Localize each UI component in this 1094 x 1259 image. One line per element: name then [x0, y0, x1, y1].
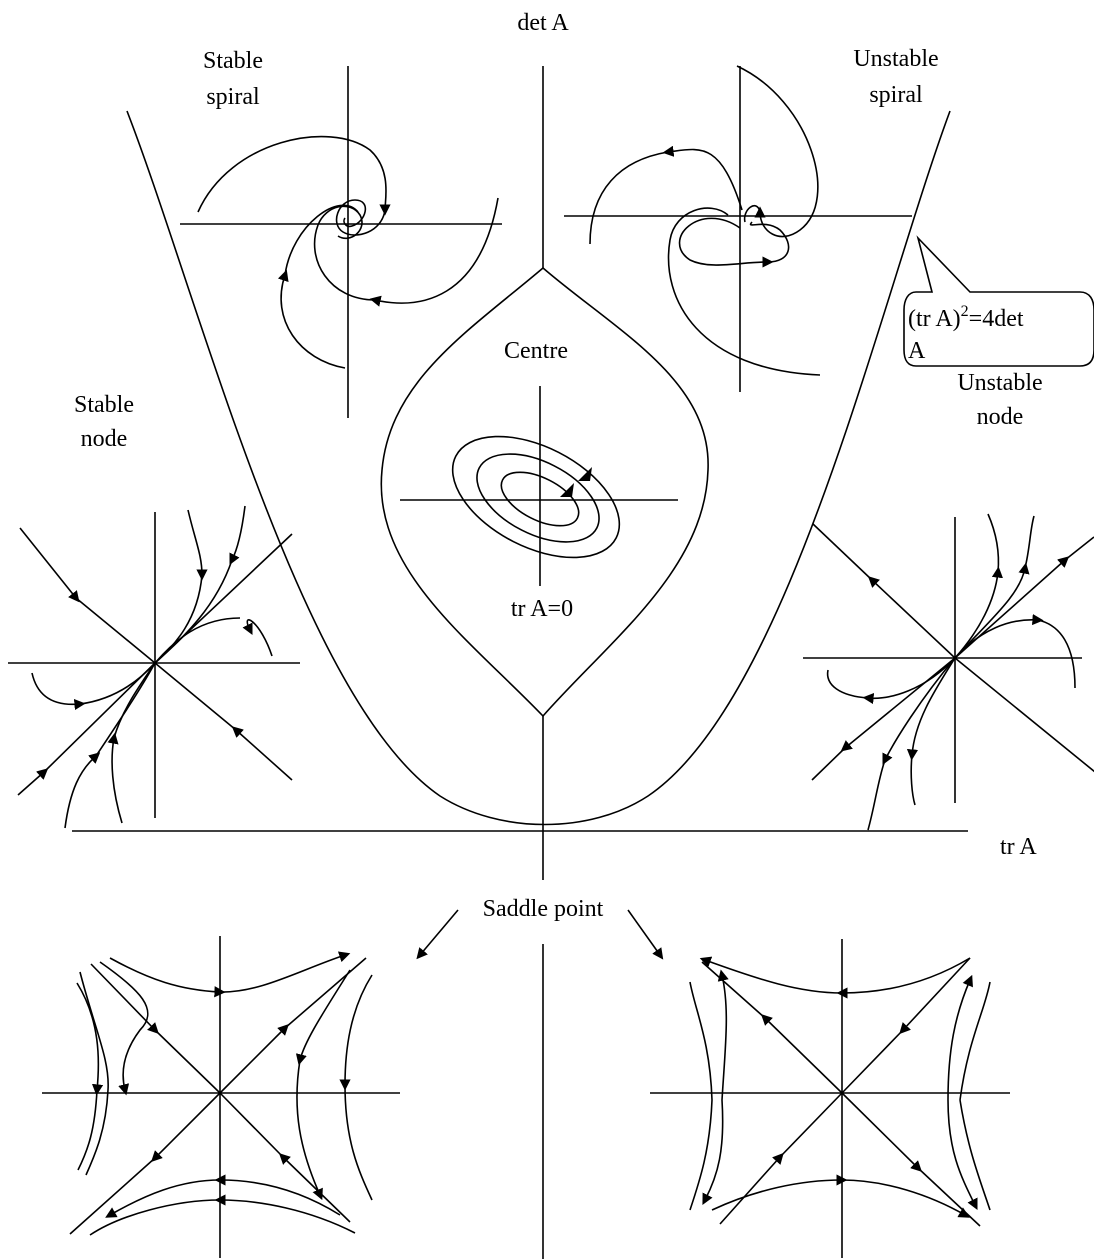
- centre-orbit-inner: [500, 471, 580, 527]
- centre-portrait: [400, 386, 678, 586]
- callout-text-tail: A: [908, 338, 926, 364]
- saddle-pointer-right: [627, 909, 664, 960]
- centre-condition-label: tr A=0: [511, 596, 573, 622]
- stable-node-label-2: node: [81, 426, 128, 452]
- saddle-pointer-left: [416, 909, 459, 960]
- stable-spiral-label-2: spiral: [206, 84, 260, 110]
- stable-spiral-portrait: [180, 66, 502, 418]
- tr-axis-label: tr A: [1000, 834, 1037, 860]
- unstable-spiral-label-1: Unstable: [853, 46, 938, 72]
- stable-node-label-1: Stable: [74, 392, 134, 418]
- unstable-node-portrait: [803, 513, 1094, 831]
- main-axes: [72, 66, 968, 1259]
- parabola-curve: [126, 110, 951, 826]
- unstable-node-label-2: node: [977, 404, 1024, 430]
- centre-region-boundary: [380, 266, 709, 718]
- parabola-callout: (tr A)2=4det A: [903, 235, 1094, 367]
- centre-label: Centre: [504, 338, 568, 364]
- saddle-point-label: Saddle point: [483, 896, 604, 922]
- stable-node-portrait: [8, 505, 300, 829]
- unstable-spiral-label-2: spiral: [869, 82, 923, 108]
- stable-spiral-label-1: Stable: [203, 48, 263, 74]
- unstable-node-label-1: Unstable: [957, 370, 1042, 396]
- centre-arrow-2: [560, 483, 574, 497]
- callout-text-main: (tr A)2=4det: [908, 303, 1024, 332]
- centre-orbit-middle: [476, 453, 600, 543]
- callout-bubble: [903, 235, 1094, 367]
- saddle-portrait-left: [42, 936, 400, 1258]
- centre-orbit-outer: [451, 435, 621, 559]
- centre-arrow-1: [578, 467, 592, 481]
- saddle-portrait-right: [650, 939, 1010, 1258]
- unstable-spiral-portrait: [564, 65, 912, 392]
- det-axis-label: det A: [517, 10, 569, 36]
